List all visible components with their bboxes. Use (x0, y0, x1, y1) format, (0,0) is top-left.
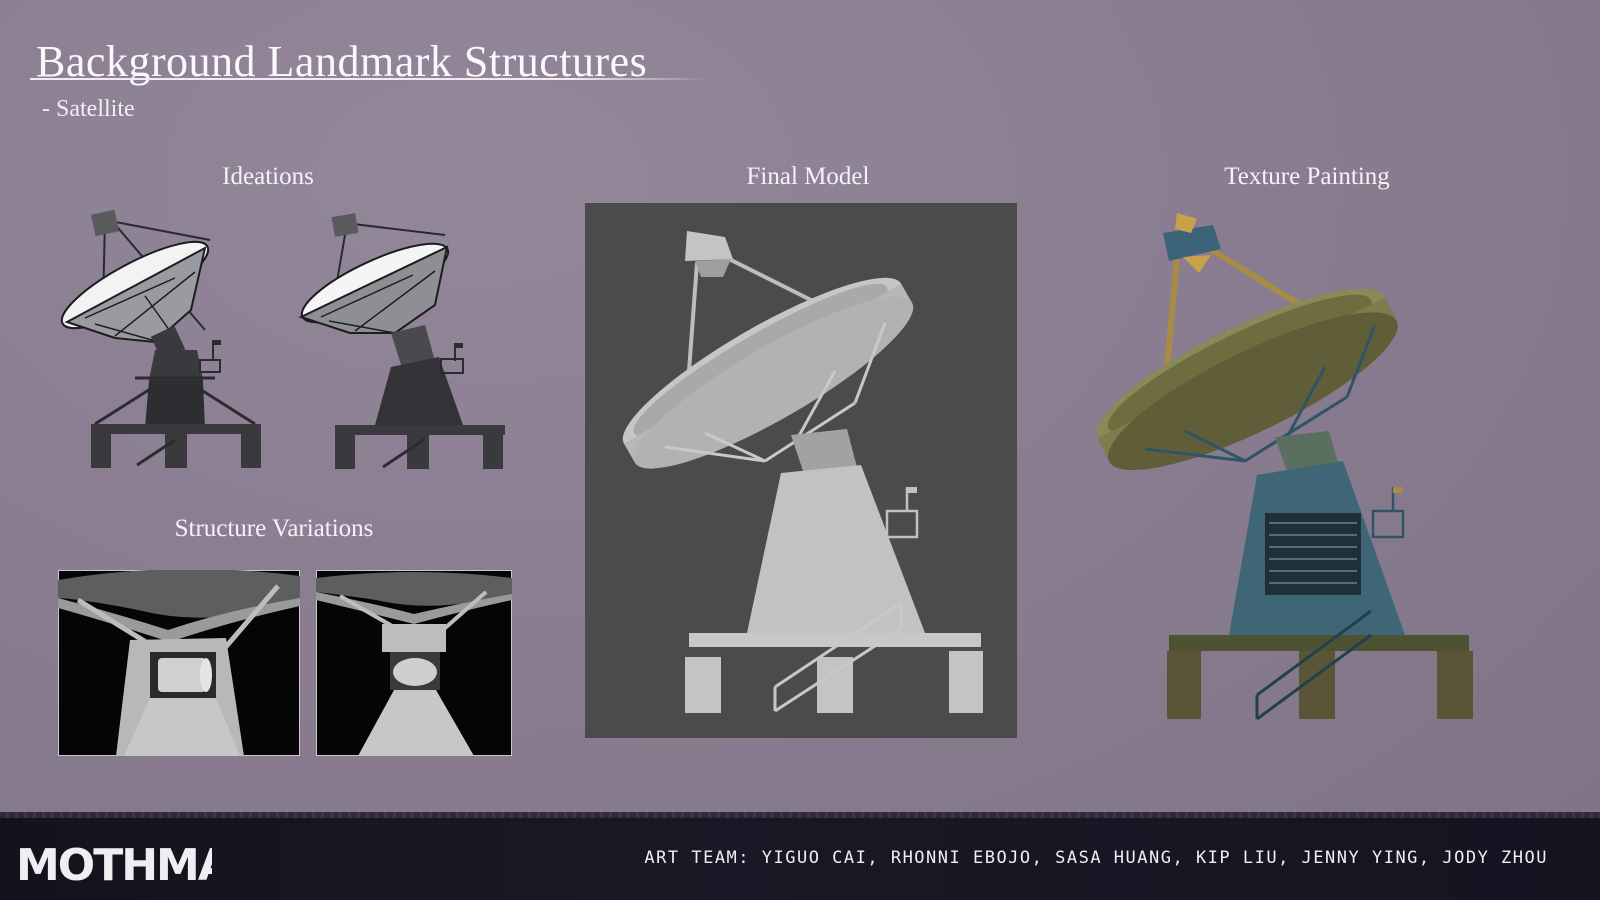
ideation-sketch-2 (298, 213, 505, 469)
title-underline (30, 78, 710, 80)
structure-variation-render-1 (58, 570, 300, 756)
page-subtitle: - Satellite (42, 96, 135, 122)
ideation-sketch-1 (60, 209, 261, 468)
texture-painting-render (1096, 213, 1473, 721)
section-label-texture-painting: Texture Painting (1224, 163, 1390, 190)
footer-bar (0, 818, 1600, 900)
footer-edge (0, 812, 1600, 820)
page-title: Background Landmark Structures (36, 37, 648, 86)
svg-text:MOTHMANIA: MOTHMANIA (16, 840, 212, 891)
final-model-render (585, 203, 1017, 738)
section-label-ideations: Ideations (222, 163, 314, 190)
credits-text: ART TEAM: YIGUO CAI, RHONNI EBOJO, SASA … (644, 848, 1548, 868)
structure-variation-render-2 (316, 570, 512, 756)
section-label-final-model: Final Model (746, 163, 870, 190)
mothmania-logo: MOTHMANIA (16, 840, 212, 891)
section-label-structure-variations: Structure Variations (174, 515, 374, 542)
